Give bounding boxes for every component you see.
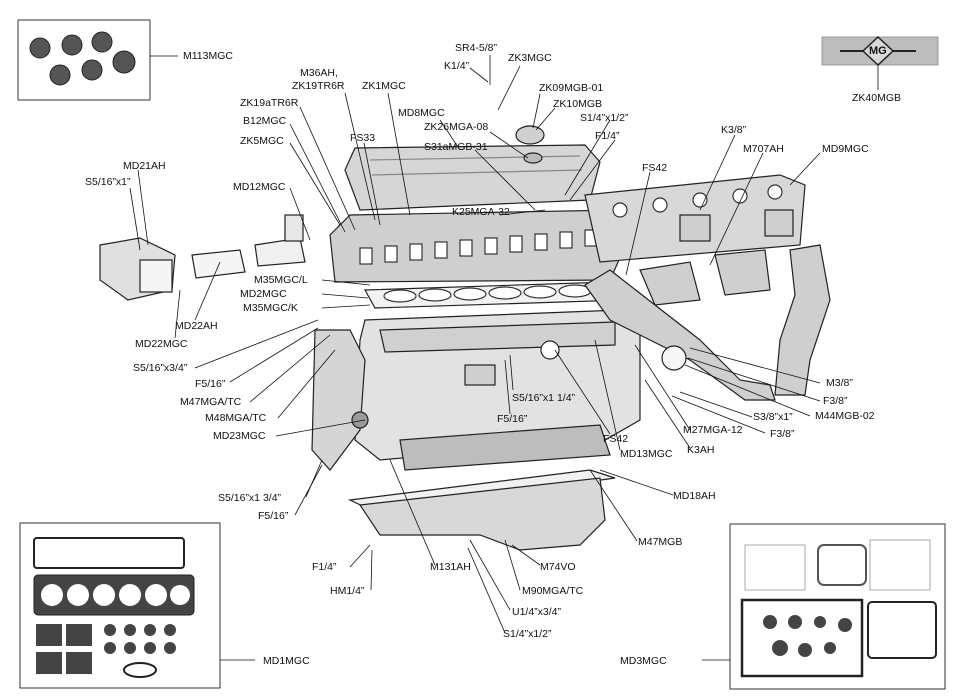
label-s516x114: S5/16”x1 1/4” bbox=[512, 392, 576, 404]
label-s14x12-top: S1/4”x1/2” bbox=[580, 112, 629, 124]
label-zk19atr6r: ZK19aTR6R bbox=[240, 97, 299, 109]
label-m113mgc: M113MGC bbox=[183, 50, 233, 62]
label-zk5mgc: ZK5MGC bbox=[240, 135, 284, 147]
label-md22ah: MD22AH bbox=[175, 320, 218, 332]
label-m27mga: M27MGA-12 bbox=[683, 424, 743, 436]
label-m38: M3/8” bbox=[826, 377, 853, 389]
label-m131ah: M131AH bbox=[430, 561, 471, 573]
label-md8mgc: MD8MGC bbox=[398, 107, 445, 119]
label-f38-a: F3/8” bbox=[823, 395, 848, 407]
label-f516-b: F5/16” bbox=[497, 413, 528, 425]
label-md12mgc: MD12MGC bbox=[233, 181, 286, 193]
label-f516-a: F5/16” bbox=[195, 378, 226, 390]
label-md9mgc: MD9MGC bbox=[822, 143, 869, 155]
label-m47mgatc: M47MGA/TC bbox=[180, 396, 242, 408]
gasket-set-md3mgc bbox=[729, 523, 946, 690]
label-md13mgc: MD13MGC bbox=[620, 448, 673, 460]
label-s516x134: S5/16”x1 3/4” bbox=[218, 492, 282, 504]
label-hm14: HM1/4” bbox=[330, 585, 365, 597]
exhaust-elbow bbox=[774, 244, 831, 396]
label-m35mgck: M35MGC/K bbox=[243, 302, 298, 314]
label-f38-b: F3/8” bbox=[770, 428, 795, 440]
cylinder-head bbox=[329, 209, 629, 283]
label-m707ah: M707AH bbox=[743, 143, 784, 155]
label-zk10mgb: ZK10MGB bbox=[553, 98, 603, 110]
label-u14x34: U1/4”x3/4” bbox=[512, 606, 562, 618]
label-s14x12-bot: S1/4”x1/2” bbox=[503, 628, 552, 640]
label-md1mgc: MD1MGC bbox=[263, 655, 310, 667]
label-md2mgc: MD2MGC bbox=[240, 288, 287, 300]
label-m47mgb: M47MGB bbox=[638, 536, 683, 548]
label-s516x34: S5/16”x3/4” bbox=[133, 362, 188, 374]
crankshaft bbox=[399, 424, 611, 471]
engine-illustration bbox=[99, 125, 831, 551]
label-k14: K1/4” bbox=[444, 60, 470, 72]
oil-filler-cap bbox=[515, 125, 545, 145]
mg-badge bbox=[821, 35, 939, 67]
label-m36ah: M36AH, bbox=[300, 67, 338, 79]
timing-cover bbox=[311, 329, 366, 471]
label-m90mgatc: M90MGA/TC bbox=[522, 585, 584, 597]
label-f14-top: F1/4” bbox=[595, 130, 620, 142]
label-zk26mga: ZK26MGA-08 bbox=[424, 121, 489, 133]
core-plugs-inset bbox=[17, 19, 151, 101]
label-b12mgc: B12MGC bbox=[243, 115, 287, 127]
label-s31amgb: S31aMGB-31 bbox=[424, 141, 488, 153]
mg-badge-text: MG bbox=[869, 45, 887, 57]
label-md23mgc: MD23MGC bbox=[213, 430, 266, 442]
label-f516-c: F5/16” bbox=[258, 510, 289, 522]
label-m74vo: M74VO bbox=[540, 561, 576, 573]
label-m44mgb: M44MGB-02 bbox=[815, 410, 875, 422]
label-zk19tr6r: ZK19TR6R bbox=[292, 80, 345, 92]
label-fs33: FS33 bbox=[350, 132, 376, 144]
label-k3ah: K3AH bbox=[687, 444, 715, 456]
label-zk40mgb: ZK40MGB bbox=[852, 92, 902, 104]
label-k38: K3/8” bbox=[721, 124, 747, 136]
label-zk3mgc: ZK3MGC bbox=[508, 52, 552, 64]
label-md21ah: MD21AH bbox=[123, 160, 166, 172]
label-fs42-mid: FS42 bbox=[603, 433, 629, 445]
gasket-set-md1mgc bbox=[19, 522, 221, 689]
label-zk1mgc: ZK1MGC bbox=[362, 80, 406, 92]
water-pump-pulley bbox=[661, 345, 687, 371]
label-sr4: SR4-5/8” bbox=[455, 42, 498, 54]
label-s38x1: S3/8”x1” bbox=[753, 411, 793, 423]
label-fs42-top: FS42 bbox=[642, 162, 668, 174]
label-m35mgcl: M35MGC/L bbox=[254, 274, 308, 286]
label-md3mgc: MD3MGC bbox=[620, 655, 667, 667]
rocker-cover bbox=[344, 144, 601, 211]
label-k25mga: K25MGA-32 bbox=[452, 206, 510, 218]
label-s516x1: S5/16”x1” bbox=[85, 176, 131, 188]
label-md22mgc: MD22MGC bbox=[135, 338, 188, 350]
label-md18ah: MD18AH bbox=[673, 490, 716, 502]
label-zk09mgb: ZK09MGB-01 bbox=[539, 82, 604, 94]
label-m48mgatc: M48MGA/TC bbox=[205, 412, 267, 424]
label-f14-bot: F1/4” bbox=[312, 561, 337, 573]
